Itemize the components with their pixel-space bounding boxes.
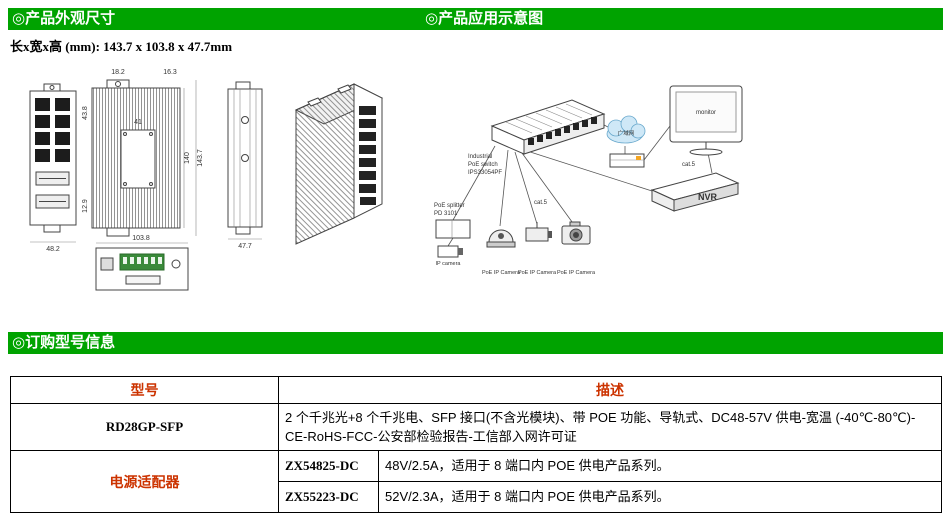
wan-cloud: 广域网 <box>606 115 646 144</box>
svg-text:PoE splitter: PoE splitter <box>434 203 465 209</box>
dim-47-7: 47.7 <box>238 243 252 250</box>
adapter-description-2: 52V/2.3A，适用于 8 端口内 POE 供电产品系列。 <box>378 481 942 513</box>
ptz-camera <box>525 222 552 242</box>
monitor-label: monitor <box>696 110 716 116</box>
nvr-label: NVR <box>698 192 718 202</box>
dim-48-2: 48.2 <box>46 246 60 253</box>
svg-text:IPS33054PF: IPS33054PF <box>468 170 502 176</box>
application-section-title: ◎产品应用示意图 <box>425 10 544 27</box>
bottom-view: 103.8 <box>95 235 189 291</box>
isometric-view <box>294 83 384 245</box>
adapter-sku-2: ZX55223-DC <box>278 481 379 513</box>
media-converter <box>609 153 645 168</box>
dim-16-3: 16.3 <box>163 69 177 76</box>
terminal-block <box>119 253 165 271</box>
application-diagram: Industrial PoE switch IPS33054PF 广域网 mon… <box>434 85 743 276</box>
camera-label-1: PoE IP Camera <box>482 270 521 276</box>
rj45-ports <box>35 98 70 162</box>
table-header-row: 型号 描述 <box>10 376 942 404</box>
camera-label-2: PoE IP Camera <box>518 270 557 276</box>
box-camera <box>561 221 591 245</box>
dim-143-7: 143.7 <box>197 149 204 167</box>
table-row: ZX55223-DC 52V/2.3A，适用于 8 端口内 POE 供电产品系列… <box>11 481 942 513</box>
svg-text:Industrial: Industrial <box>468 154 492 160</box>
adapter-group-label: 电源适配器 <box>10 450 279 513</box>
adapter-sku-1: ZX54825-DC <box>278 450 379 482</box>
model-description: 2 个千兆光+8 个千兆电、SFP 接口(不含光模块)、带 POE 功能、导轨式… <box>278 403 942 451</box>
cloud-label: 广域网 <box>618 129 635 137</box>
ordering-table: 型号 描述 RD28GP-SFP 2 个千兆光+8 个千兆电、SFP 接口(不含… <box>10 376 942 513</box>
ip-camera-label: IP camera <box>436 261 462 267</box>
switch-ports <box>528 117 597 145</box>
dim-12-9: 12.9 <box>82 199 89 213</box>
nvr-device: NVR <box>650 172 740 212</box>
cat5-label-a: cat.5 <box>534 200 548 206</box>
cat5-label-b: cat.5 <box>682 162 696 168</box>
ordering-section-bar: ◎订购型号信息 <box>8 332 943 354</box>
dim-18-2: 18.2 <box>111 69 125 76</box>
camera-label-3: PoE IP Camera <box>557 270 596 276</box>
monitor: monitor <box>669 85 743 156</box>
side-view: 18.2 16.3 41 43.8 12.9 140 143.7 <box>82 69 204 237</box>
model-column-header: 型号 <box>10 376 279 404</box>
dimensions-note: 长x宽x高 (mm): 143.7 x 103.8 x 47.7mm <box>10 39 233 54</box>
poe-switch-device <box>490 99 606 155</box>
switch-top-vents <box>505 103 593 134</box>
dim-41: 41 <box>134 119 142 126</box>
adapter-description-1: 48V/2.5A，适用于 8 端口内 POE 供电产品系列。 <box>378 450 942 482</box>
iso-ports <box>359 106 376 205</box>
narrow-side-view: 47.7 <box>227 81 263 250</box>
top-section-bar: ◎产品外观尺寸 ◎产品应用示意图 <box>8 8 943 30</box>
dome-camera <box>486 229 516 248</box>
switch-label: Industrial PoE switch IPS33054PF <box>468 154 502 176</box>
svg-text:PoE switch: PoE switch <box>468 162 498 168</box>
model-name: RD28GP-SFP <box>10 403 279 451</box>
appearance-section-title: ◎产品外观尺寸 <box>12 10 116 27</box>
dim-140: 140 <box>184 152 191 164</box>
table-row: 电源适配器 ZX54825-DC 48V/2.5A，适用于 8 端口内 POE … <box>10 450 942 513</box>
svg-text:PD 3101: PD 3101 <box>434 211 458 217</box>
table-row: RD28GP-SFP 2 个千兆光+8 个千兆电、SFP 接口(不含光模块)、带… <box>10 403 942 451</box>
poe-splitter: PoE splitter PD 3101 IP camera <box>434 203 471 267</box>
ordering-section-title: ◎订购型号信息 <box>12 334 116 351</box>
dim-43-8: 43.8 <box>82 106 89 120</box>
sfp-slots <box>35 171 70 209</box>
product-dimension-drawing: 48.2 18.2 16.3 41 43.8 12.9 140 143.7 47… <box>29 69 384 291</box>
description-column-header: 描述 <box>278 376 942 404</box>
front-view: 48.2 <box>29 83 77 253</box>
dim-103-8: 103.8 <box>132 235 150 242</box>
